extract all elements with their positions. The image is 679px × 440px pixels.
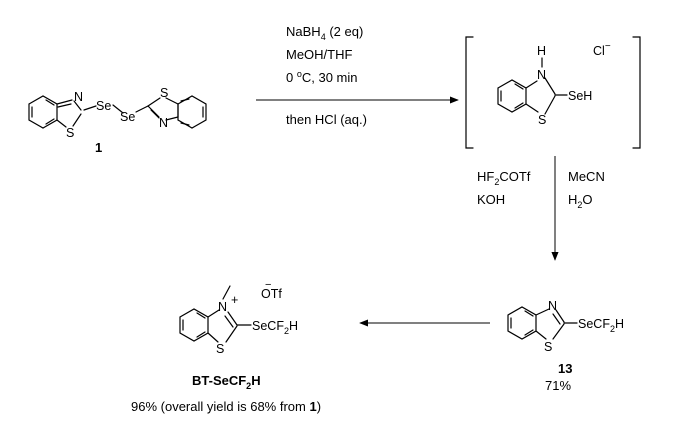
c1-se-atom-2: Se <box>120 110 135 124</box>
int-n-atom: N <box>537 68 546 82</box>
c1-n-atom: N <box>74 90 83 104</box>
reagent-conditions: 0 oC, 30 min <box>286 69 358 85</box>
compound-1-label: 1 <box>95 140 102 155</box>
int-h-atom: H <box>537 44 546 58</box>
compound-13-yield: 71% <box>545 378 571 393</box>
reagent-hf2cotf: HF2COTf <box>477 169 531 187</box>
compound-13-structure: N S SeCF2H <box>507 299 624 354</box>
c13-n-atom: N <box>548 299 557 313</box>
reagent-nabh4: NaBH4 (2 eq) <box>286 24 363 42</box>
reagent-water: H2O <box>568 192 593 210</box>
prod-group: SeCF2H <box>252 319 298 336</box>
int-counterion: Cl− <box>593 41 611 58</box>
compound-1-structure: N S Se Se S N <box>28 86 207 140</box>
reagent-mecn: MeCN <box>568 169 605 184</box>
product-label: BT-SeCF2H <box>192 373 261 391</box>
c1-se-atom-1: Se <box>96 99 111 113</box>
prod-counterion: −OTf <box>261 279 282 301</box>
intermediate-brackets <box>465 36 641 149</box>
intermediate-structure: H N S SeH Cl− <box>497 41 611 127</box>
c1-s-atom-2: S <box>160 86 168 100</box>
c1-s-atom: S <box>66 126 74 140</box>
prod-s-atom: S <box>216 342 224 356</box>
c13-s-atom: S <box>544 340 552 354</box>
prod-plus-charge: + <box>231 293 238 307</box>
reagent-solvent: MeOH/THF <box>286 47 353 62</box>
int-s-atom: S <box>538 113 546 127</box>
product-structure: N + S SeCF2H <box>179 285 298 356</box>
compound-13-label: 13 <box>558 361 572 376</box>
reagent-koh: KOH <box>477 192 505 207</box>
c13-group: SeCF2H <box>578 317 624 334</box>
c1-n-atom-2: N <box>159 116 168 130</box>
prod-n-atom: N <box>218 300 227 314</box>
reagent-workup: then HCl (aq.) <box>286 112 367 127</box>
int-seh-group: SeH <box>568 89 592 103</box>
product-yield-note: 96% (overall yield is 68% from 1) <box>131 399 321 414</box>
